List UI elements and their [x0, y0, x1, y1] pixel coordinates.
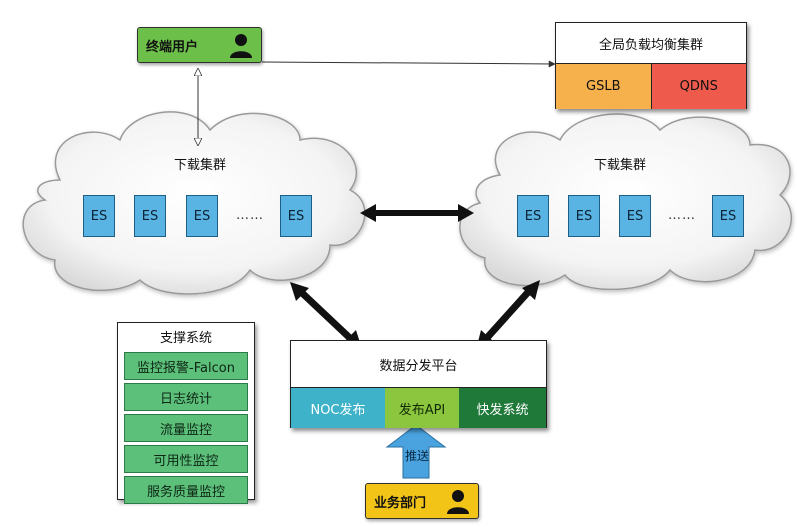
cloud-to-cloud-arrow [360, 204, 474, 222]
noc-publish-cell: NOC发布 [291, 388, 385, 428]
qdns-cell: QDNS [651, 64, 746, 109]
publish-api-cell: 发布API [385, 388, 459, 428]
push-arrow [385, 424, 447, 479]
end-user-label: 终端用户 [146, 39, 199, 55]
gslb-cell: GSLB [556, 64, 652, 109]
person-icon [230, 34, 252, 58]
push-label: 推送 [404, 448, 429, 463]
support-item-availability-monitor: 可用性监控 [124, 445, 248, 473]
support-system-title: 支撑系统 [159, 330, 212, 346]
left-cluster-title: 下载集群 [173, 157, 226, 173]
end-user-box[interactable]: 终端用户 [137, 27, 262, 63]
right-ellipsis: …… [668, 207, 696, 223]
user-gslb-connector [261, 60, 556, 68]
support-item-traffic-monitor: 流量监控 [124, 414, 248, 442]
right-es-node: ES [712, 195, 744, 237]
right-es-node: ES [568, 195, 600, 237]
distribution-platform-box: 数据分发平台 NOC发布 发布API 快发系统 [290, 340, 547, 428]
gslb-cluster-box: 全局负载均衡集群 GSLB QDNS [555, 22, 747, 109]
support-item-qos-monitor: 服务质量监控 [124, 476, 248, 504]
fast-publish-cell: 快发系统 [459, 388, 546, 428]
left-es-node: ES [134, 195, 166, 237]
left-es-node: ES [186, 195, 218, 237]
distribution-platform-title: 数据分发平台 [291, 341, 546, 388]
left-es-node: ES [280, 195, 312, 237]
left-es-node: ES [83, 195, 115, 237]
left-ellipsis: …… [236, 207, 264, 223]
business-dept-label: 业务部门 [374, 495, 427, 511]
support-item-falcon: 监控报警-Falcon [124, 352, 248, 380]
right-es-node: ES [619, 195, 651, 237]
right-es-node: ES [517, 195, 549, 237]
gslb-cluster-title: 全局负载均衡集群 [556, 23, 746, 64]
platform-to-left-cloud-arrow [290, 282, 362, 349]
person-icon [447, 490, 469, 514]
right-cluster-title: 下载集群 [593, 157, 646, 173]
business-dept-box[interactable]: 业务部门 [365, 483, 479, 519]
support-system-box: 支撑系统 监控报警-Falcon 日志统计 流量监控 可用性监控 服务质量监控 [117, 322, 255, 504]
support-item-log-stats: 日志统计 [124, 383, 248, 411]
